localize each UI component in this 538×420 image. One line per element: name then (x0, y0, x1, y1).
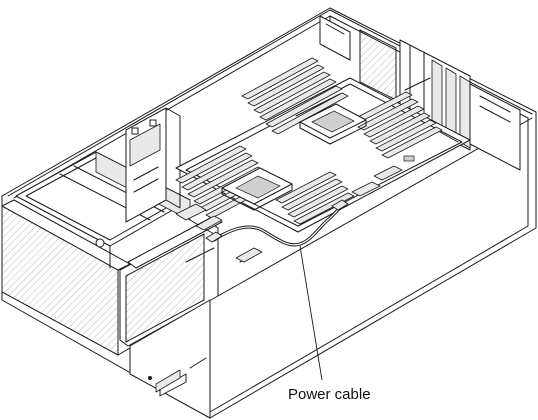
callout-leader-line (299, 245, 323, 381)
drive-bay (15, 151, 215, 269)
processor-socket-1 (221, 167, 293, 211)
power-supply-cage (125, 107, 181, 223)
power-cable (205, 199, 349, 247)
dimm-bank-front-right (275, 171, 355, 225)
rear-processor-area (241, 57, 443, 159)
dimm-bank-rear-right (351, 91, 443, 159)
floor-rail (185, 247, 263, 263)
front-bezel (119, 215, 223, 419)
board-connectors (351, 131, 459, 197)
dimm-bank-rear-left (241, 57, 349, 135)
front-processor-area (175, 145, 355, 231)
expansion-slots (319, 15, 521, 171)
processor-socket-2 (295, 93, 367, 145)
power-cable-callout-label: Power cable (288, 386, 371, 403)
